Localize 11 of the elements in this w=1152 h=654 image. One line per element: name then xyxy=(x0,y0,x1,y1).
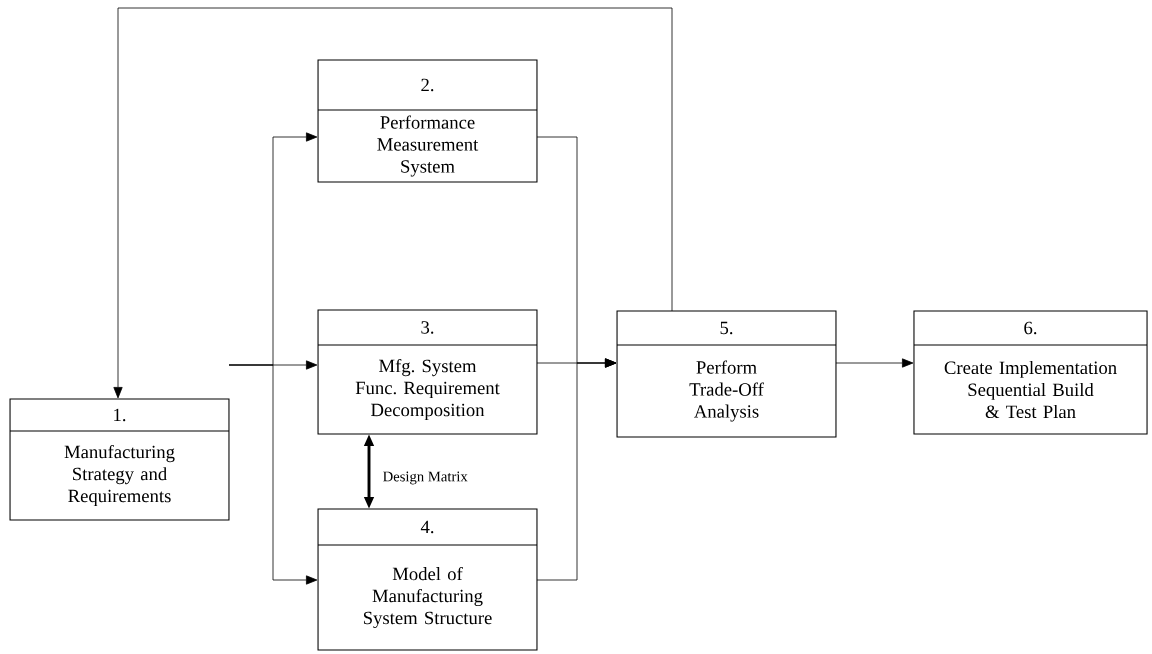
process-box: 4. Model of Manufacturing System Structure xyxy=(317,508,538,651)
arrow xyxy=(536,358,617,581)
arrow xyxy=(228,364,318,585)
process-box: 6. Create Implementation Sequential Build & Test Plan xyxy=(913,310,1148,435)
edge-label: Design Matrix xyxy=(381,470,470,486)
arrow xyxy=(113,7,673,399)
process-box: 1. Manufacturing Strategy and Requirements xyxy=(9,398,230,521)
arrow xyxy=(835,358,914,368)
process-box: 3. Mfg. System Func. Requirement Decomposition xyxy=(317,309,538,435)
process-box: 5. Perform Trade-Off Analysis xyxy=(616,310,837,438)
process-box: 2. Performance Measurement System xyxy=(317,59,538,183)
